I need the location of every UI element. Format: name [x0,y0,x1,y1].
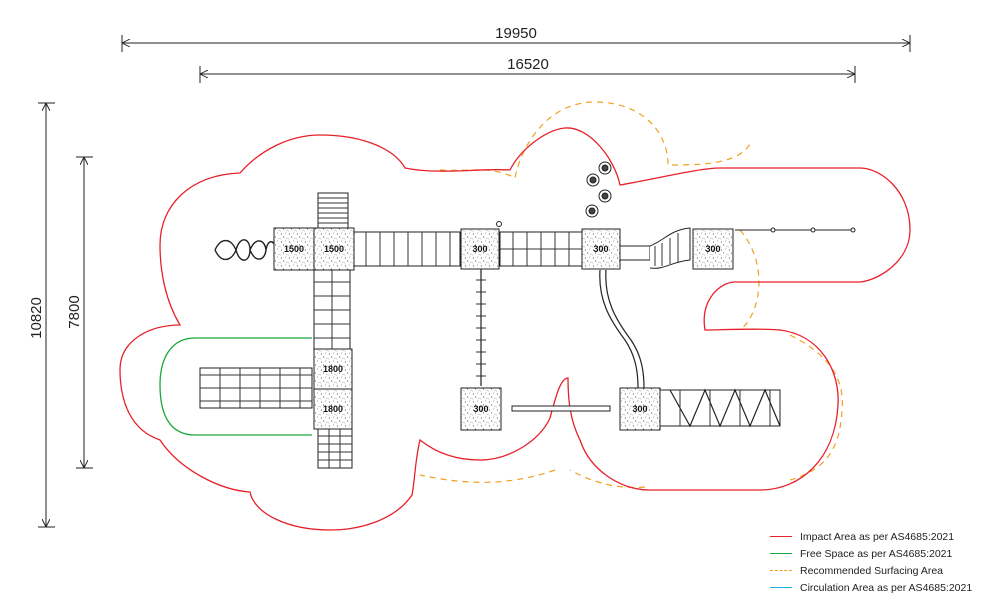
svg-text:1800: 1800 [323,364,343,374]
legend-item-free-space: Free Space as per AS4685:2021 [770,545,998,562]
dimension-overall-depth-label: 10820 [28,297,45,339]
dimension-overall-width: 19950 [121,25,911,52]
svg-text:1800: 1800 [323,404,343,414]
platform-300-bottom-2: 300 [619,387,661,431]
free-space-outline [159,337,312,436]
svg-text:300: 300 [473,404,488,414]
dimension-overall-width-label: 19950 [495,25,537,42]
dimension-equipment-width-label: 16520 [507,56,549,73]
equipment [199,161,856,469]
platform-300-top-1: 300 [460,228,500,270]
svg-text:1500: 1500 [284,244,304,254]
dimension-equipment-width: 16520 [199,56,856,83]
svg-text:300: 300 [632,404,647,414]
legend: Impact Area as per AS4685:2021 Free Spac… [770,528,998,596]
dimension-overall-depth: 10820 [28,102,55,528]
dimension-equipment-depth: 7800 [66,156,93,469]
legend-item-impact-area: Impact Area as per AS4685:2021 [770,528,998,545]
platform-1800-lower: 1800 [313,388,353,430]
legend-item-surfacing: Recommended Surfacing Area [770,562,998,579]
platform-300-top-2: 300 [581,228,621,270]
svg-text:300: 300 [593,244,608,254]
legend-label: Recommended Surfacing Area [800,564,943,577]
dimension-equipment-depth-label: 7800 [66,295,83,328]
legend-swatch-free-space [770,553,792,554]
svg-text:300: 300 [472,244,487,254]
legend-swatch-impact [770,536,792,537]
legend-label: Impact Area as per AS4685:2021 [800,530,955,543]
legend-item-circulation: Circulation Area as per AS4685:2021 [770,579,998,596]
platform-1500-right: 1500 [313,227,355,271]
legend-label: Circulation Area as per AS4685:2021 [800,581,973,594]
platform-1500-left: 1500 [273,227,315,271]
svg-text:1500: 1500 [324,244,344,254]
platform-1800-upper: 1800 [313,348,353,390]
legend-swatch-surfacing [770,570,792,571]
impact-area-outline [119,127,911,531]
legend-label: Free Space as per AS4685:2021 [800,547,953,560]
platform-300-bottom-1: 300 [460,387,502,431]
platform-300-top-3: 300 [692,228,734,270]
legend-swatch-circulation [770,587,792,588]
svg-text:300: 300 [705,244,720,254]
